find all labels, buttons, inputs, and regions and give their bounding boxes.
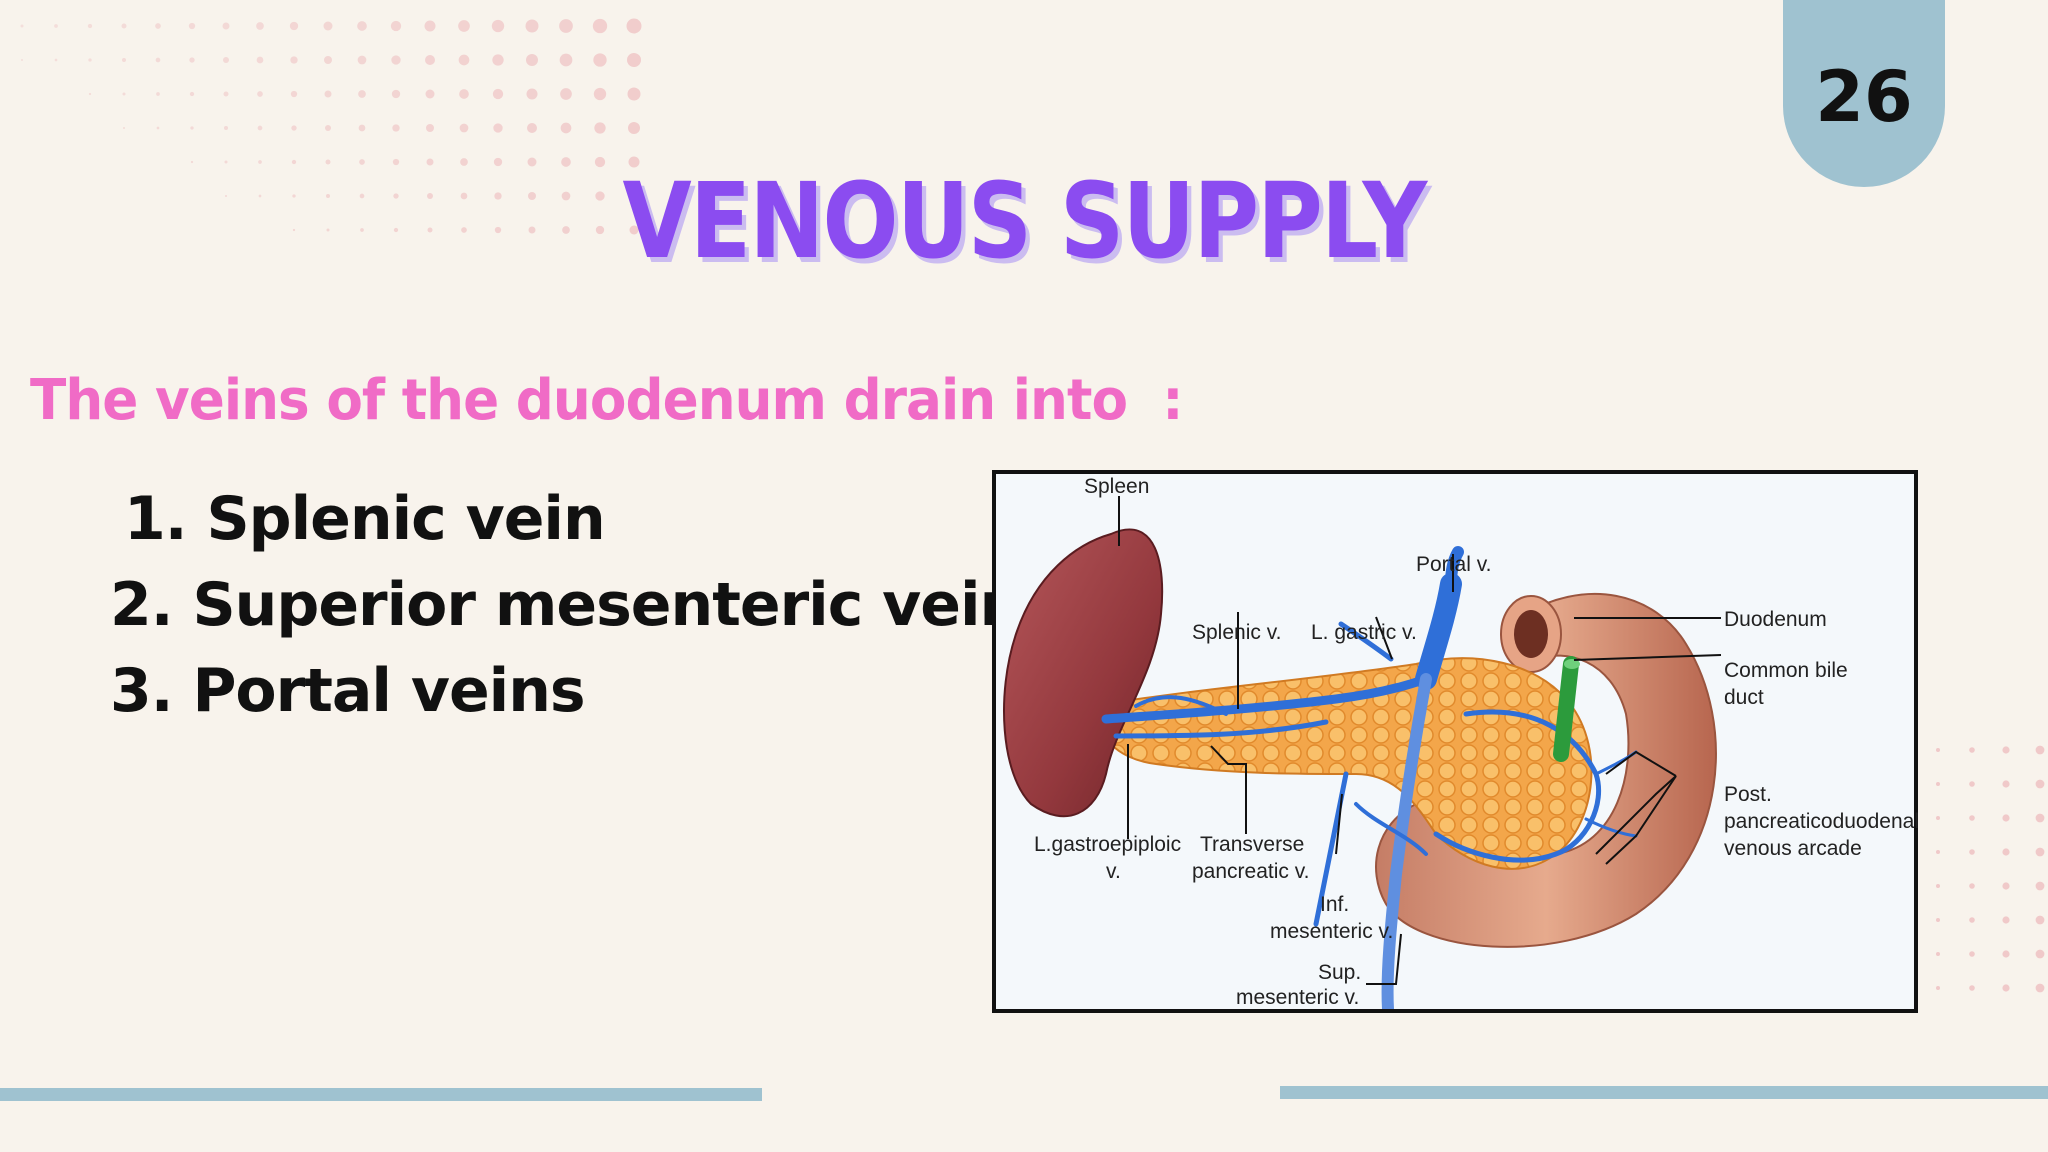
label-splenic-vein: Splenic v. [1192,621,1282,644]
slide-lead-text: The veins of the duodenum drain into : [30,368,1183,433]
label-inf-mesenteric-2: mesenteric v. [1270,920,1394,943]
list-item: 1. Splenic vein [110,482,1021,568]
label-post-arcade-1: Post. [1724,783,1772,806]
decorative-bar-left [0,1088,762,1101]
label-portal-vein: Portal v. [1416,553,1492,576]
label-gastroepiploic-1: L.gastroepiploic [1034,833,1182,856]
label-gastroepiploic-2: v. [1106,860,1121,883]
list-item-text: Superior mesenteric vein [192,570,1022,640]
list-item-text: Portal veins [192,656,585,726]
dot-pattern-decoration-right [1936,745,2045,993]
label-duodenum: Duodenum [1724,608,1827,631]
label-sup-mesenteric-2: mesenteric v. [1236,986,1360,1009]
label-common-bile-duct-1: Common bile [1724,659,1848,682]
label-inf-mesenteric-1: Inf. [1320,893,1350,916]
list-item: 2. Superior mesenteric vein [110,568,1022,654]
decorative-bar-right [1280,1086,2048,1099]
dot-pattern-decoration [20,18,642,235]
label-sup-mesenteric-1: Sup. [1318,961,1362,984]
vein-list: 1. Splenic vein 2. Superior mesenteric v… [110,482,1022,740]
label-common-bile-duct-2: duct [1724,686,1764,709]
list-item: 3. Portal veins [110,654,1021,740]
list-marker: 2. [110,570,174,640]
slide-title: VENOUS SUPPLY [622,160,1428,282]
label-left-gastric-vein: L. gastric v. [1311,621,1417,644]
label-post-arcade-2: pancreaticoduodenal [1724,810,1919,833]
anatomy-figure: Spleen Portal v. Splenic v. L. gastric v… [992,470,1919,1013]
list-marker: 1. [124,484,188,554]
page-number-badge: 26 [1783,0,1945,187]
label-post-arcade-3: venous arcade [1724,837,1862,860]
list-item-text: Splenic vein [206,484,605,554]
label-transverse-2: pancreatic v. [1192,860,1310,883]
list-marker: 3. [110,656,174,726]
label-transverse-1: Transverse [1200,833,1305,856]
label-spleen: Spleen [1084,475,1150,498]
pancreas-duodenum-illustration [1003,496,1722,1009]
page-number: 26 [1815,55,1913,138]
